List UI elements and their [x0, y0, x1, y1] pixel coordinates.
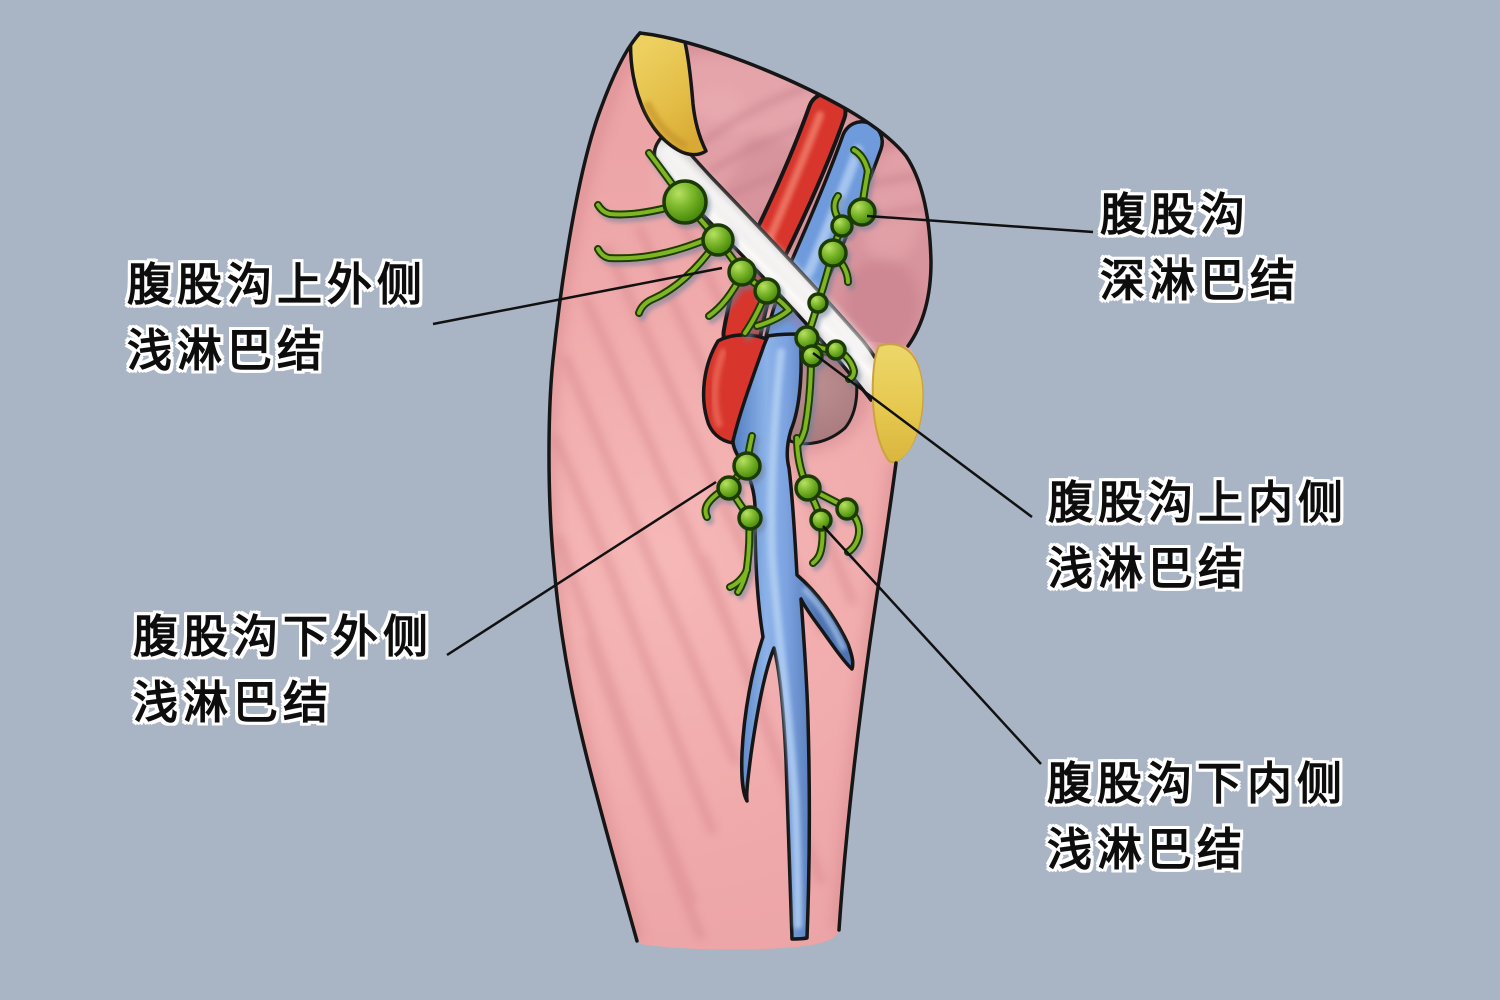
label-inferomedial-superficial-nodes: 腹股沟下内侧 浅淋巴结: [1047, 751, 1347, 883]
lymph-node: [825, 339, 847, 361]
label-line: 浅淋巴结: [1048, 543, 1249, 594]
lymph-node: [800, 344, 824, 368]
lymph-nodes: [662, 179, 877, 532]
label-line: 腹股沟上内侧: [1048, 477, 1349, 528]
lymph-node: [818, 238, 848, 268]
lymph-node: [794, 474, 822, 502]
label-deep-inguinal-nodes: 腹股沟 深淋巴结: [1100, 182, 1300, 314]
label-line: 浅淋巴结: [1047, 824, 1248, 875]
label-line: 腹股沟下外侧: [133, 611, 434, 662]
label-inferolateral-superficial-nodes: 腹股沟下外侧 浅淋巴结: [133, 604, 433, 736]
leader-line-superolateral: [432, 266, 723, 326]
lymphatic-system: [594, 146, 877, 596]
lymph-node: [716, 475, 742, 501]
leader-line-inferolateral: [446, 480, 717, 657]
leader-line-deep: [866, 214, 1094, 234]
lymph-node: [847, 197, 877, 227]
lymph-node: [701, 223, 735, 257]
label-line: 深淋巴结: [1100, 255, 1301, 306]
label-line: 腹股沟上外侧: [127, 259, 428, 310]
label-superomedial-superficial-nodes: 腹股沟上内侧 浅淋巴结: [1048, 470, 1348, 602]
leader-lines: [432, 214, 1094, 765]
label-line: 浅淋巴结: [127, 325, 328, 376]
leader-line-inferomedial: [822, 525, 1042, 765]
lymph-node: [753, 277, 781, 305]
lymph-node: [835, 497, 859, 521]
lymph-node: [830, 214, 854, 238]
leader-line-superomedial: [812, 351, 1033, 519]
label-line: 腹股沟: [1100, 189, 1251, 240]
lymph-node: [727, 257, 757, 287]
label-line: 腹股沟下内侧: [1047, 758, 1348, 809]
lymph-node: [662, 179, 708, 225]
label-superolateral-superficial-nodes: 腹股沟上外侧 浅淋巴结: [127, 252, 427, 384]
lymph-node: [732, 451, 762, 481]
figure-outline: [547, 31, 933, 943]
label-line: 浅淋巴结: [133, 677, 334, 728]
lymph-node: [807, 292, 829, 314]
lymph-node: [809, 508, 833, 532]
femoral-artery-stump: [701, 333, 770, 445]
lymph-node: [737, 505, 763, 531]
